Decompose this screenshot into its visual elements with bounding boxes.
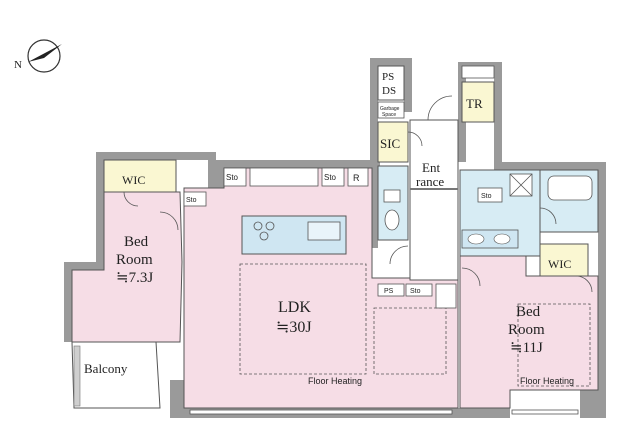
- garbage-line2: Space: [382, 112, 396, 118]
- ps-label-b: PS: [384, 288, 394, 295]
- laundry-pan-x2: [509, 173, 533, 197]
- balcony-rail: [73, 345, 81, 407]
- sto-label-c: Sto: [186, 197, 197, 204]
- wic-right-label: WIC: [548, 257, 571, 271]
- sic-label: SIC: [380, 136, 400, 151]
- door-swing-bed-right: [461, 267, 481, 287]
- basin-1: [467, 233, 485, 245]
- compass: N: [14, 39, 62, 73]
- entrance-hall: [409, 119, 459, 281]
- door-swing-bed-left: [159, 211, 179, 231]
- bed-right-line1: Bed: [516, 304, 541, 320]
- r-label: R: [353, 173, 360, 183]
- wic-left-label: WIC: [122, 173, 145, 187]
- sto-box-a: [223, 167, 247, 187]
- ldk-heating-zone: [239, 263, 367, 375]
- bedroom-right-floor: [459, 255, 599, 409]
- ps-ds-line2: DS: [382, 85, 396, 97]
- door-swing-toilet: [389, 245, 409, 265]
- bed-left-line1: Bed: [124, 234, 149, 250]
- door-swing-wic-left: [123, 191, 139, 207]
- ps-ds: [377, 65, 405, 101]
- bedroom-left-floor: [71, 191, 183, 343]
- tr-label: TR: [466, 96, 483, 111]
- washbasin: [383, 189, 401, 203]
- windows-bottom: [189, 409, 579, 415]
- r-box: [347, 167, 369, 187]
- tr-shelf: [461, 65, 495, 79]
- sto-box-e: [477, 187, 503, 203]
- door-swing-wic-right: [575, 275, 593, 293]
- entrance-line2: rance: [416, 174, 444, 189]
- sto-label-d: Sto: [410, 288, 421, 295]
- ps-ds-line1: PS: [382, 71, 394, 83]
- compass-needle: [28, 44, 62, 62]
- ldk-heating-zone-2: [373, 307, 447, 375]
- toilet-icon: [384, 209, 400, 231]
- core: PS DS Garbage Space SIC Ent rance: [377, 65, 459, 281]
- sink: [307, 221, 341, 241]
- bed-right-line3: ≒11J: [510, 340, 543, 356]
- sto-label-b: Sto: [324, 173, 337, 182]
- sic: [377, 121, 409, 163]
- sto-box-d: [405, 283, 433, 297]
- wic-left: [103, 159, 177, 193]
- cooktop-icon: [253, 221, 275, 241]
- window-recess: [249, 167, 319, 187]
- entrance-step: [410, 188, 458, 190]
- ldk-line1: LDK: [278, 299, 311, 316]
- bed-right-line2: Room: [508, 322, 545, 338]
- bedroom-left: WIC Bed Room ≒7.3J: [71, 159, 183, 343]
- door-swing-bath: [539, 207, 557, 225]
- trunk-room: TR: [461, 65, 495, 123]
- garbage-line1: Garbage: [380, 106, 400, 112]
- tr-room: [461, 81, 495, 123]
- bathtub: [547, 175, 593, 201]
- compass-north-label: N: [14, 59, 22, 71]
- wic-right: [539, 243, 589, 277]
- entrance-line1: Ent: [422, 160, 440, 175]
- sto-label-e: Sto: [481, 193, 492, 200]
- sto-box-c: [183, 191, 207, 207]
- ldk: Sto Sto R Sto LDK ≒30J Floor Heating PS …: [183, 167, 459, 409]
- ldk-line2: ≒30J: [276, 319, 312, 336]
- bed-left-line3: ≒7.3J: [116, 270, 153, 286]
- wet-area: Sto: [459, 169, 599, 257]
- door-swing-entrance: [427, 95, 453, 121]
- basin-2: [493, 233, 511, 245]
- bed-left-line2: Room: [116, 252, 153, 268]
- door-swing-sic: [407, 131, 423, 147]
- sto-label-a: Sto: [226, 173, 239, 182]
- bed-right-heating-label: Floor Heating: [520, 376, 574, 386]
- balcony-label: Balcony: [84, 361, 128, 376]
- ldk-heating-label: Floor Heating: [308, 376, 362, 386]
- sto-box-b: [321, 167, 345, 187]
- small-cabinet: [435, 283, 457, 309]
- bedroom-right: WIC Bed Room ≒11J Floor Heating: [459, 243, 599, 409]
- bed-right-heating-zone: [517, 303, 591, 387]
- garbage-space: [377, 101, 405, 119]
- ps-box-b: [377, 283, 405, 297]
